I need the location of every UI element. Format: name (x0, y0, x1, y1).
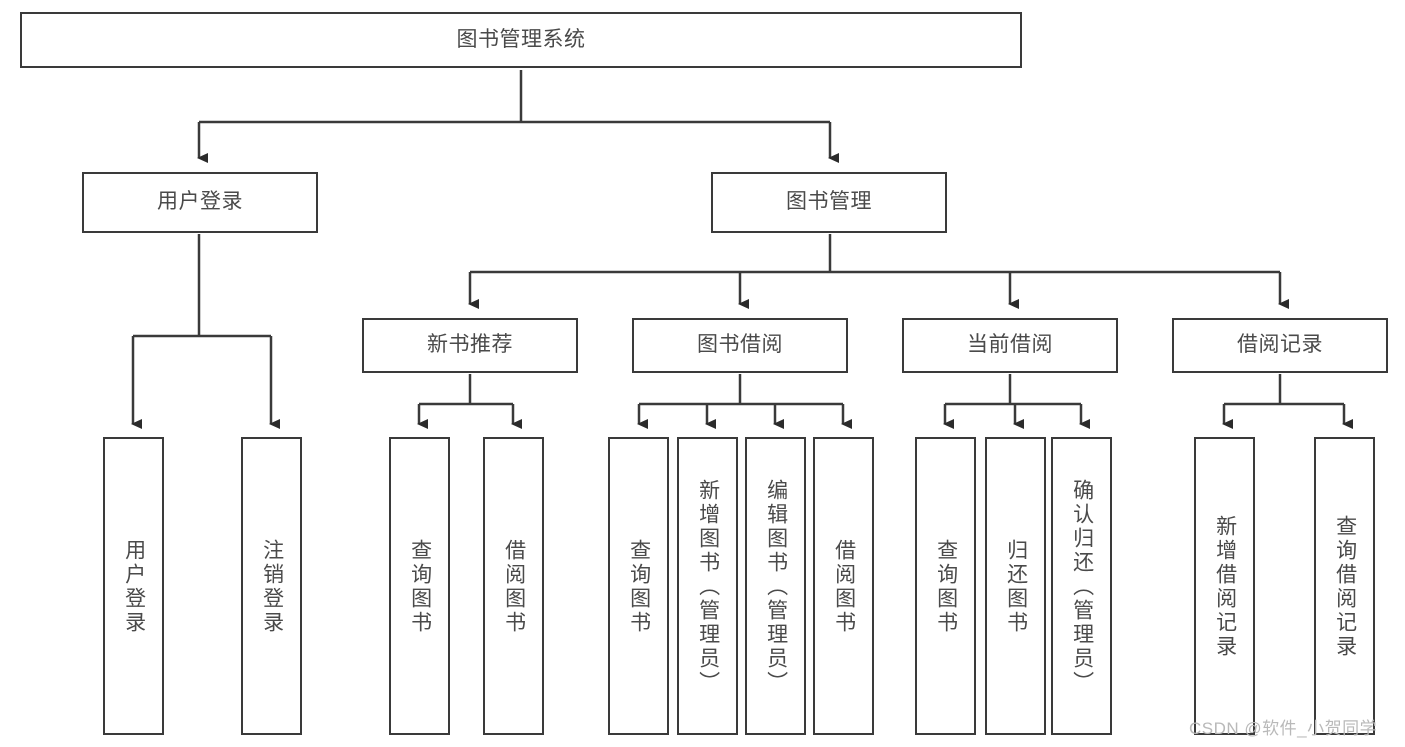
node-borrow-record[interactable]: 借阅记录 (1172, 318, 1388, 373)
leaf-borrow-edit-book-admin[interactable]: 编辑图书（管理员） (745, 437, 806, 735)
leaf-user-login-signout[interactable]: 注销登录 (241, 437, 302, 735)
node-label: 查询借阅记录 (1333, 515, 1357, 659)
csdn-watermark: CSDN @软件_小贺同学 (1189, 719, 1378, 738)
node-root-system[interactable]: 图书管理系统 (20, 12, 1022, 68)
node-book-management[interactable]: 图书管理 (711, 172, 947, 233)
leaf-record-add-record[interactable]: 新增借阅记录 (1194, 437, 1255, 735)
node-label: 注销登录 (260, 539, 284, 635)
node-label: 编辑图书（管理员） (764, 479, 788, 695)
node-label: 用户登录 (122, 539, 146, 635)
node-label: 借阅图书 (502, 539, 526, 635)
node-label: 图书借阅 (697, 333, 783, 357)
node-label: 查询图书 (408, 539, 432, 635)
leaf-current-query-book[interactable]: 查询图书 (915, 437, 976, 735)
leaf-recommend-borrow-book[interactable]: 借阅图书 (483, 437, 544, 735)
node-user-login[interactable]: 用户登录 (82, 172, 318, 233)
node-label: 确认归还（管理员） (1070, 479, 1094, 695)
node-current-borrow[interactable]: 当前借阅 (902, 318, 1118, 373)
node-new-book-recommend[interactable]: 新书推荐 (362, 318, 578, 373)
node-label: 新增图书（管理员） (696, 479, 720, 695)
leaf-current-confirm-return-admin[interactable]: 确认归还（管理员） (1051, 437, 1112, 735)
node-label: 新书推荐 (427, 333, 513, 357)
leaf-recommend-query-book[interactable]: 查询图书 (389, 437, 450, 735)
node-label: 借阅记录 (1237, 333, 1323, 357)
node-label: 新增借阅记录 (1213, 515, 1237, 659)
leaf-borrow-borrow-book[interactable]: 借阅图书 (813, 437, 874, 735)
node-label: 归还图书 (1004, 539, 1028, 635)
leaf-borrow-add-book-admin[interactable]: 新增图书（管理员） (677, 437, 738, 735)
node-label: 借阅图书 (832, 539, 856, 635)
leaf-user-login-signin[interactable]: 用户登录 (103, 437, 164, 735)
leaf-record-query-record[interactable]: 查询借阅记录 (1314, 437, 1375, 735)
node-label: 图书管理 (786, 190, 872, 214)
node-label: 用户登录 (157, 190, 243, 214)
node-label: 图书管理系统 (456, 27, 586, 51)
node-book-borrow[interactable]: 图书借阅 (632, 318, 848, 373)
leaf-borrow-query-book[interactable]: 查询图书 (608, 437, 669, 735)
node-label: 查询图书 (627, 539, 651, 635)
leaf-current-return-book[interactable]: 归还图书 (985, 437, 1046, 735)
node-label: 查询图书 (934, 539, 958, 635)
node-label: 当前借阅 (967, 333, 1053, 357)
